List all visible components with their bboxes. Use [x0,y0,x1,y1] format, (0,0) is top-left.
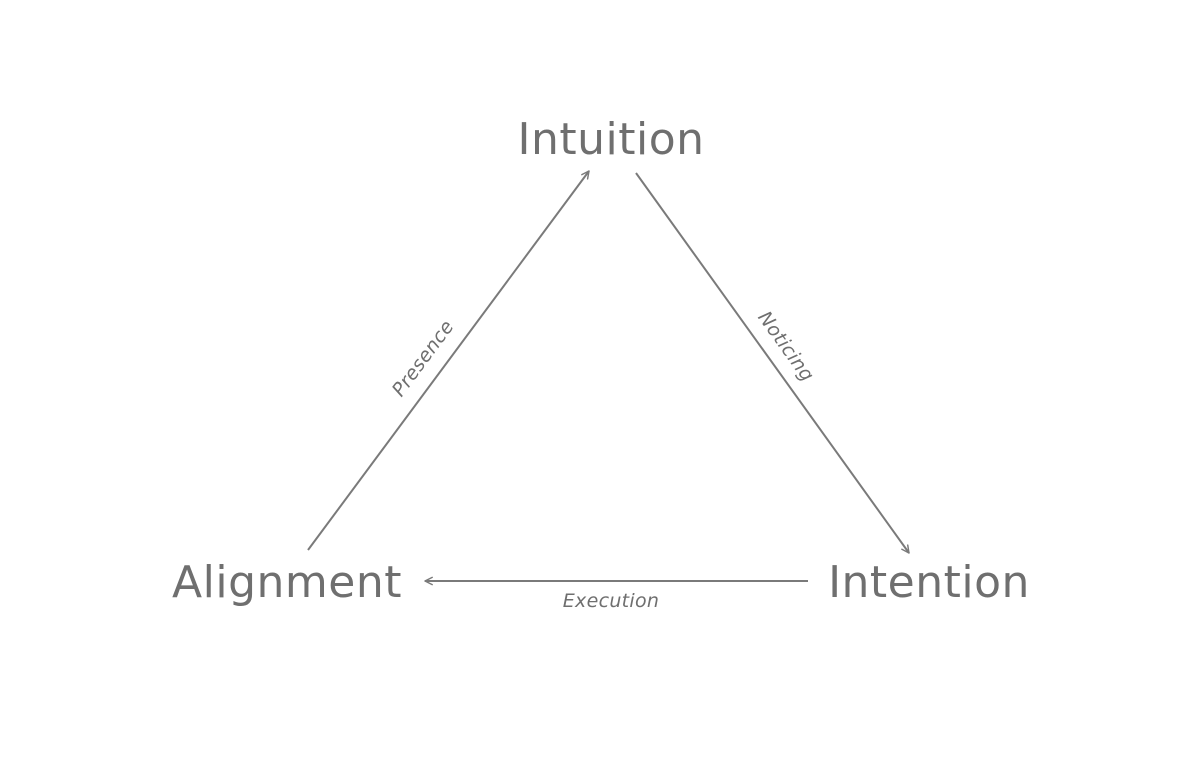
node-intuition: Intuition [517,114,704,165]
edge-label-presence: Presence [388,316,459,401]
arrow-intuition-to-intention [635,172,910,554]
edge-label-noticing: Noticing [753,307,818,385]
node-alignment: Alignment [172,557,402,608]
edge-label-execution: Execution [563,590,660,612]
arrow-alignment-to-intuition [307,170,590,551]
node-intention: Intention [828,557,1030,608]
